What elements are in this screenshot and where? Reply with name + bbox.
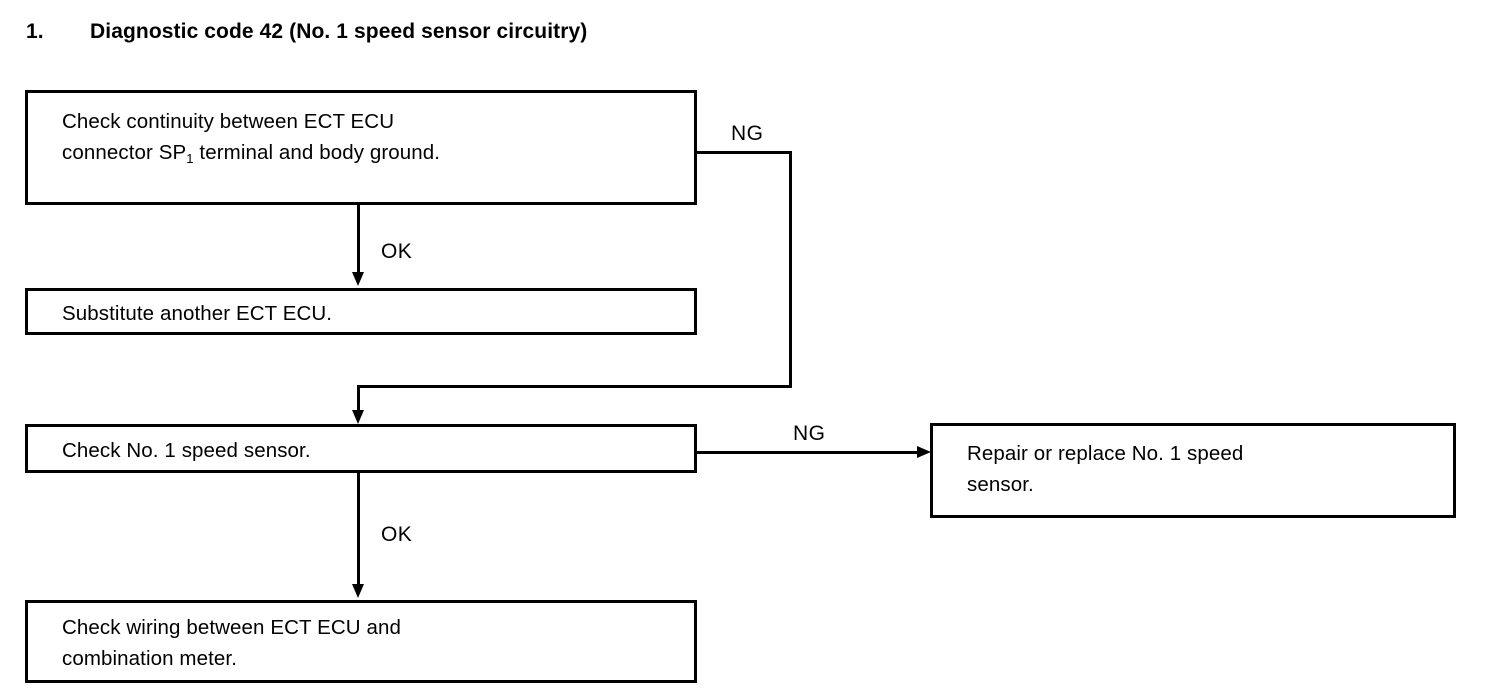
box-repair-replace-sensor-line1: Repair or replace No. 1 speed (967, 442, 1244, 465)
box-substitute-ecu-line1: Substitute another ECT ECU. (62, 302, 333, 325)
edge-label-ok-bottom: OK (381, 523, 413, 546)
box-check-continuity-line2-pre: connector SP (62, 141, 187, 164)
box-check-speed-sensor-text: Check No. 1 speed sensor. (62, 435, 684, 466)
edge-label-ok-top: OK (381, 240, 413, 263)
edge-ok-bottom-arrowhead (352, 584, 364, 598)
edge-label-ng-top: NG (731, 122, 764, 145)
edge-ng-top-segment-left (357, 385, 792, 388)
box-check-continuity-text: Check continuity between ECT ECU connect… (62, 106, 684, 170)
page-title-number: 1. (26, 20, 44, 43)
edge-ng-top-arrowhead (352, 410, 364, 424)
page-title-text: Diagnostic code 42 (No. 1 speed sensor c… (90, 20, 588, 43)
edge-ng-top-segment-drop (357, 385, 360, 412)
page-title: 1. Diagnostic code 42 (No. 1 speed sensor… (26, 20, 587, 44)
edge-ok-top-line (357, 205, 360, 273)
box-check-wiring-line2: combination meter. (62, 647, 237, 670)
edge-label-ng-middle: NG (793, 422, 826, 445)
edge-ok-bottom-line (357, 473, 360, 585)
edge-ng-top-segment-right (697, 151, 792, 154)
box-repair-replace-sensor-text: Repair or replace No. 1 speed sensor. (967, 438, 1443, 500)
box-check-wiring-line1: Check wiring between ECT ECU and (62, 616, 401, 639)
box-check-wiring: Check wiring between ECT ECU and combina… (25, 600, 697, 683)
box-check-continuity: Check continuity between ECT ECU connect… (25, 90, 697, 205)
box-check-wiring-text: Check wiring between ECT ECU and combina… (62, 612, 684, 674)
edge-ok-top-arrowhead (352, 272, 364, 286)
edge-ng-top-segment-down (789, 151, 792, 388)
edge-ng-middle-line (697, 451, 921, 454)
edge-ng-middle-arrowhead (917, 446, 931, 458)
box-check-speed-sensor-line1: Check No. 1 speed sensor. (62, 439, 311, 462)
box-repair-replace-sensor-line2: sensor. (967, 473, 1034, 496)
box-repair-replace-sensor: Repair or replace No. 1 speed sensor. (930, 423, 1456, 518)
box-check-continuity-line1: Check continuity between ECT ECU (62, 110, 395, 133)
box-check-continuity-line2-post: terminal and body ground. (193, 141, 441, 164)
box-check-speed-sensor: Check No. 1 speed sensor. (25, 424, 697, 473)
box-check-continuity-subscript: 1 (186, 151, 194, 166)
box-substitute-ecu: Substitute another ECT ECU. (25, 288, 697, 335)
box-substitute-ecu-text: Substitute another ECT ECU. (62, 298, 684, 329)
